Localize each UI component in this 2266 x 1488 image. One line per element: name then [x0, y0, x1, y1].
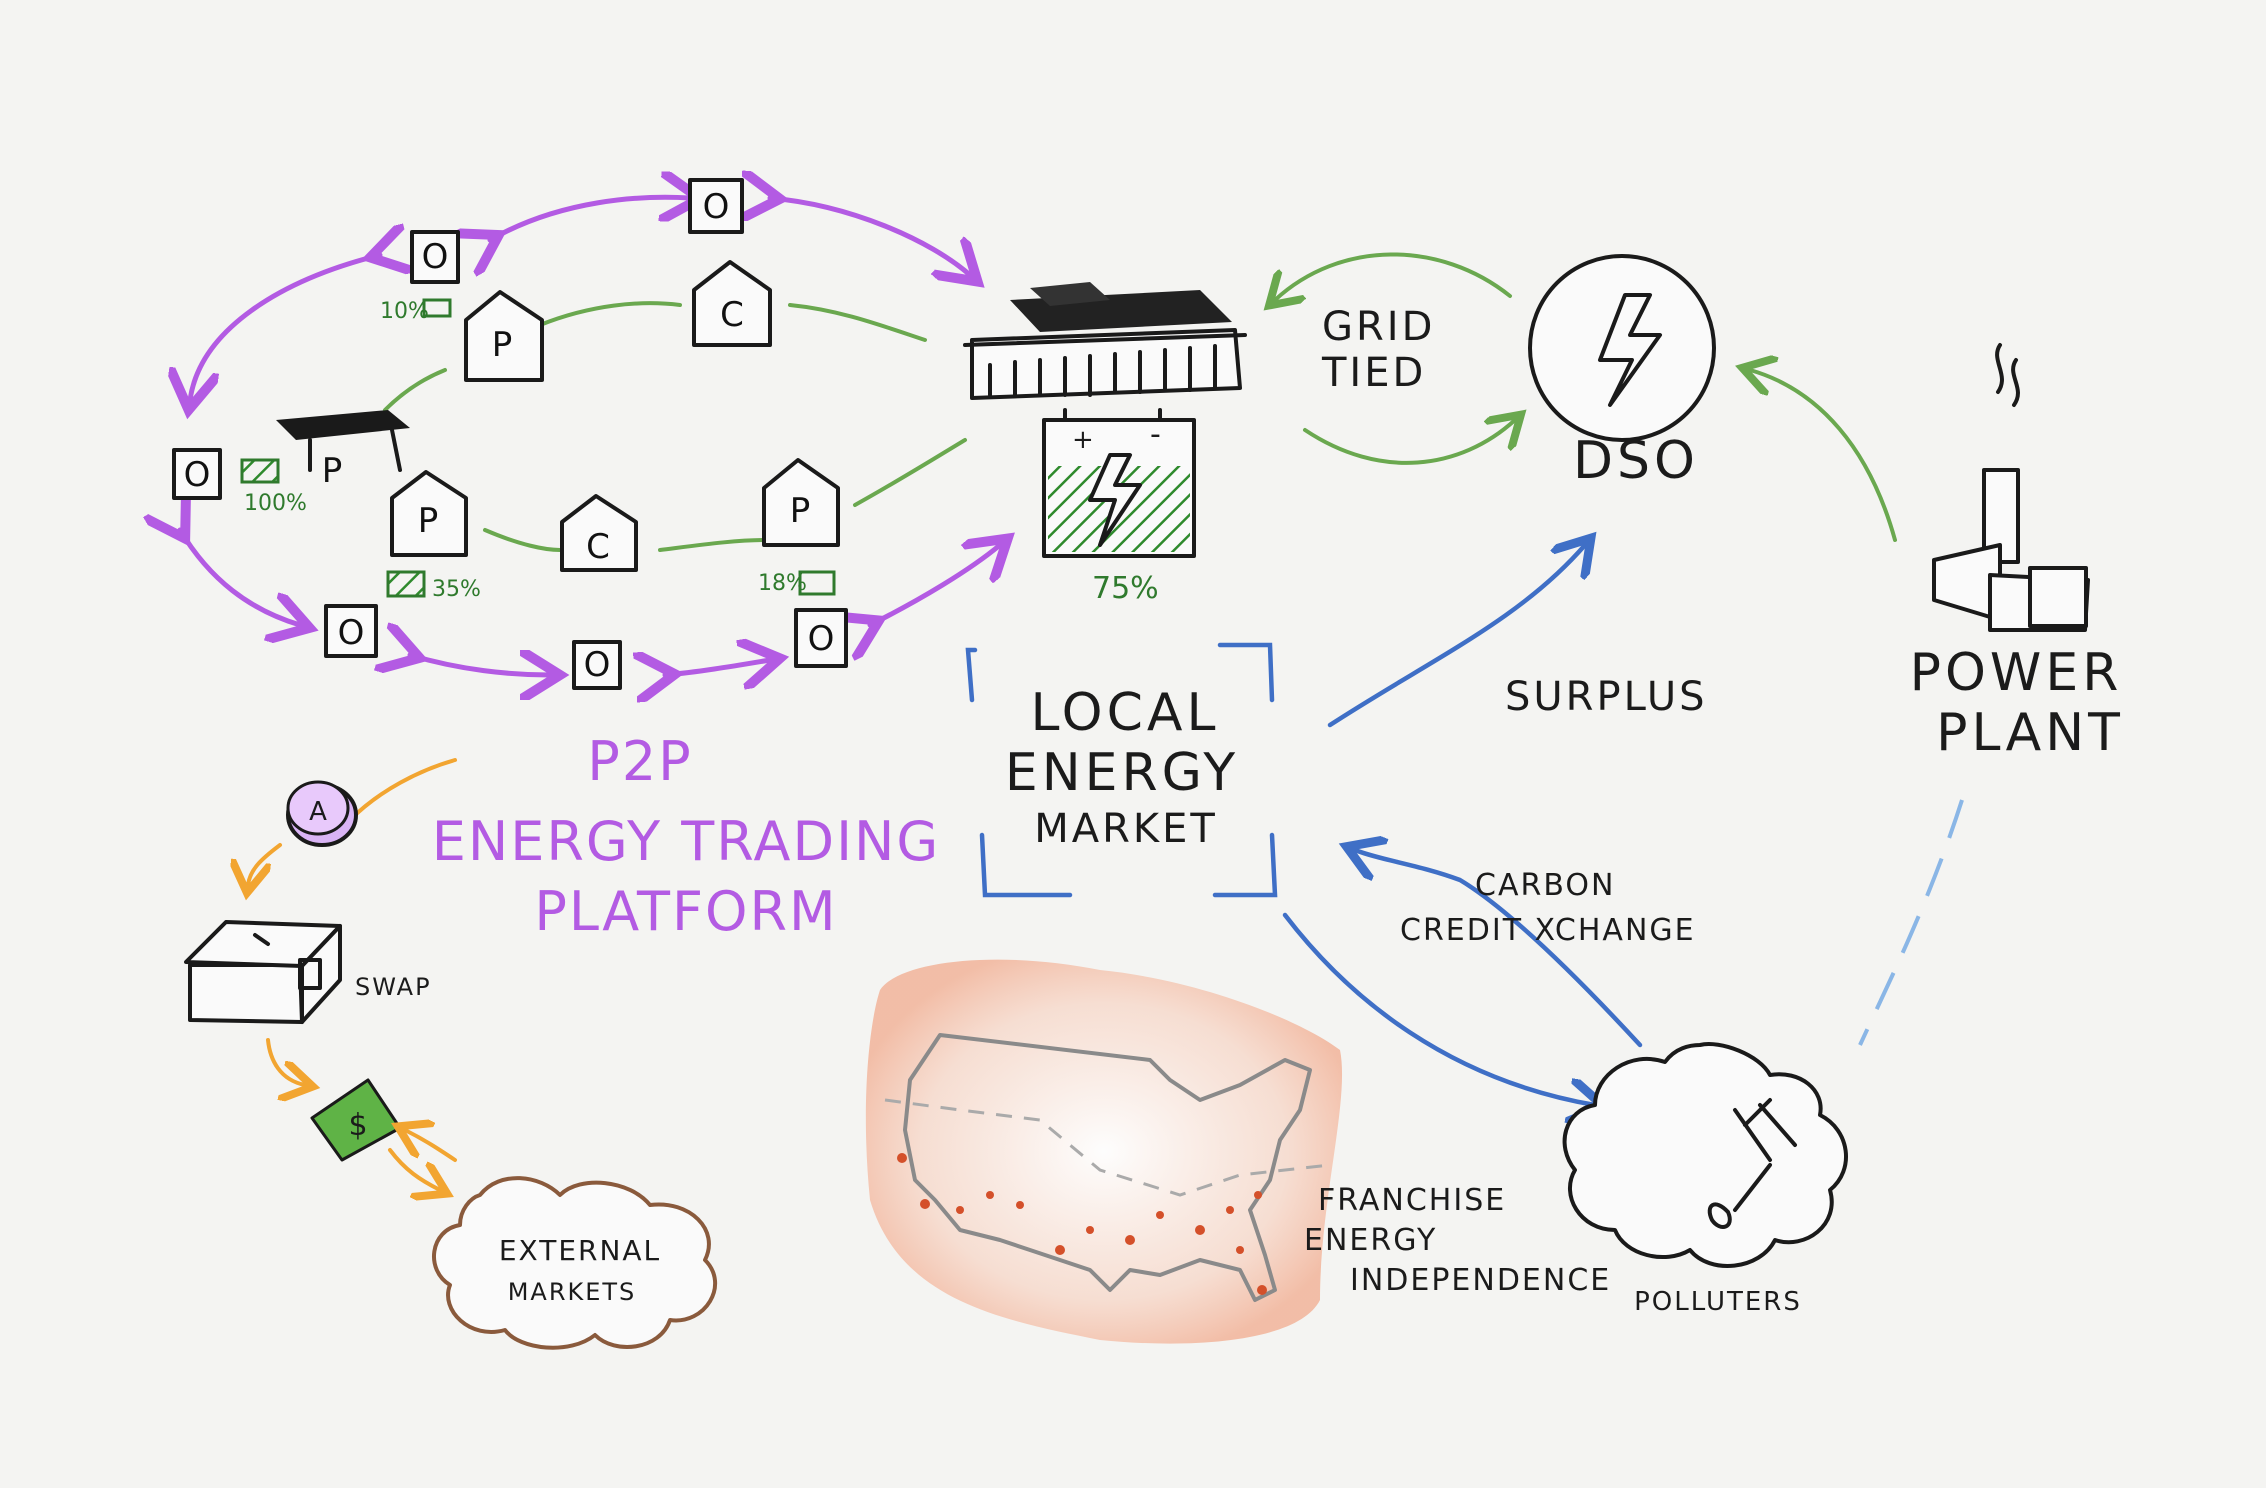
node-letter: P [492, 325, 513, 365]
prosumer-house-upper: P [464, 290, 544, 382]
power-plant-arrow-to-dso [1750, 370, 1897, 542]
node-letter: O [808, 619, 835, 659]
prosumer-house-right: P [762, 458, 840, 547]
dso-label: DSO [1573, 431, 1699, 491]
external-label-2: MARKETS [508, 1278, 637, 1306]
battery-icon-18 [798, 570, 836, 596]
node-letter: C [720, 295, 744, 335]
market-to-polluters-arrow [1282, 912, 1595, 1105]
green-ring-bottom-mid [658, 538, 767, 552]
node-letter: O [584, 645, 611, 685]
p2p-arrow-left-top [190, 255, 380, 400]
green-ring-bottom [483, 528, 562, 552]
node-letter: P [322, 451, 343, 491]
grid-arrow-to-dso [1303, 420, 1515, 465]
polluters-label: POLLUTERS [1634, 1287, 1802, 1317]
consumer-node-bottom-right: O [794, 608, 848, 668]
market-label-3: MARKET [1034, 806, 1218, 852]
battery-icon-10 [422, 298, 452, 318]
node-letter: O [422, 237, 449, 277]
dso-node [1528, 254, 1716, 442]
power-plant-to-polluters-dashed [1858, 799, 1964, 1046]
usa-map [865, 959, 1343, 1344]
consumer-node-bottom-mid: O [572, 640, 622, 690]
polluters-cloud [1562, 1042, 1848, 1268]
p2p-arrow-left-bottom [180, 530, 300, 625]
franchise-label-3: INDEPENDENCE [1350, 1263, 1611, 1298]
orange-arrow-external-to-cash [405, 1130, 457, 1162]
battery-icon-100 [240, 458, 280, 484]
p2p-arrow-bottom-right [665, 660, 770, 675]
battery-icon-35 [386, 570, 426, 598]
consumer-node-bottom-left: O [324, 604, 378, 658]
swap-label: SWAP [355, 973, 432, 1001]
main-battery: + - [1042, 408, 1196, 558]
market-label-1: LOCAL [1031, 683, 1220, 743]
power-plant-label-2: PLANT [1936, 703, 2124, 763]
orange-arrow-to-cash [266, 1038, 305, 1085]
market-frame-bottom-left [979, 832, 1073, 898]
p2p-arrow-top-left [490, 197, 690, 240]
carbon-label-2: CREDIT XCHANGE [1400, 913, 1696, 948]
node-letter: O [184, 455, 211, 495]
battery-plus: + [1072, 425, 1094, 455]
market-frame-top-right [1217, 642, 1275, 703]
green-ring-top [538, 301, 682, 327]
market-label-2: ENERGY [1005, 743, 1239, 803]
green-ring-bottom-right [853, 438, 967, 507]
surplus-arrow [1327, 545, 1585, 728]
p2p-arrow-top-right [770, 198, 970, 275]
battery-level-100: 100% [244, 491, 307, 516]
green-ring-left [383, 368, 447, 412]
dollar-sign: $ [348, 1108, 367, 1143]
external-markets-cloud [432, 1176, 718, 1350]
node-letter: C [586, 527, 610, 567]
solar-warehouse [963, 282, 1247, 400]
battery-level-10: 10% [380, 299, 429, 324]
solar-prosumer-left: P [276, 410, 410, 491]
node-letter: P [790, 491, 811, 531]
battery-minus: - [1150, 417, 1161, 452]
surplus-label: SURPLUS [1505, 674, 1708, 720]
consumer-node-upper-left: O [410, 230, 460, 284]
title-line-3: PLATFORM [534, 880, 837, 943]
consumer-house-top: C [692, 260, 772, 347]
orange-arrow-to-coin [348, 758, 457, 822]
consumer-house-bottom: C [560, 494, 638, 572]
title-line-2: ENERGY TRADING [432, 810, 940, 873]
consumer-node-top: O [688, 178, 744, 234]
battery-level-35: 35% [432, 577, 481, 602]
grid-tied-label-1: GRID [1322, 304, 1435, 350]
franchise-label-2: ENERGY [1304, 1223, 1437, 1258]
market-frame-bottom-right [1212, 832, 1278, 898]
orange-arrow-cash-to-external [388, 1148, 440, 1190]
node-letter: P [418, 501, 439, 541]
main-battery-level: 75% [1092, 571, 1159, 606]
node-letter: O [338, 613, 365, 653]
title-line-1: P2P [587, 730, 692, 793]
orange-arrow-to-swap [248, 843, 282, 885]
p2p-arrow-bottom-left [410, 655, 550, 675]
market-frame-top-left [965, 647, 978, 703]
power-plant-label-1: POWER [1910, 643, 2123, 703]
carbon-label-1: CARBON [1475, 868, 1615, 903]
power-plant [1932, 343, 2090, 632]
coin-letter: A [309, 797, 327, 827]
node-letter: O [703, 187, 730, 227]
green-ring-top-right [788, 303, 927, 342]
prosumer-house-mid-left: P [390, 470, 468, 557]
swap-box [184, 920, 342, 1024]
carbon-arrow [1355, 850, 1643, 1048]
franchise-label-1: FRANCHISE [1318, 1183, 1506, 1218]
cash-icon: $ [310, 1078, 402, 1162]
coin-icon: A [286, 780, 358, 847]
external-label-1: EXTERNAL [499, 1234, 661, 1267]
consumer-node-left: O [172, 448, 222, 500]
p2p-arrow-right [870, 545, 1000, 625]
grid-tied-label-2: TIED [1321, 350, 1426, 396]
grid-arrow-to-warehouse [1275, 252, 1512, 300]
